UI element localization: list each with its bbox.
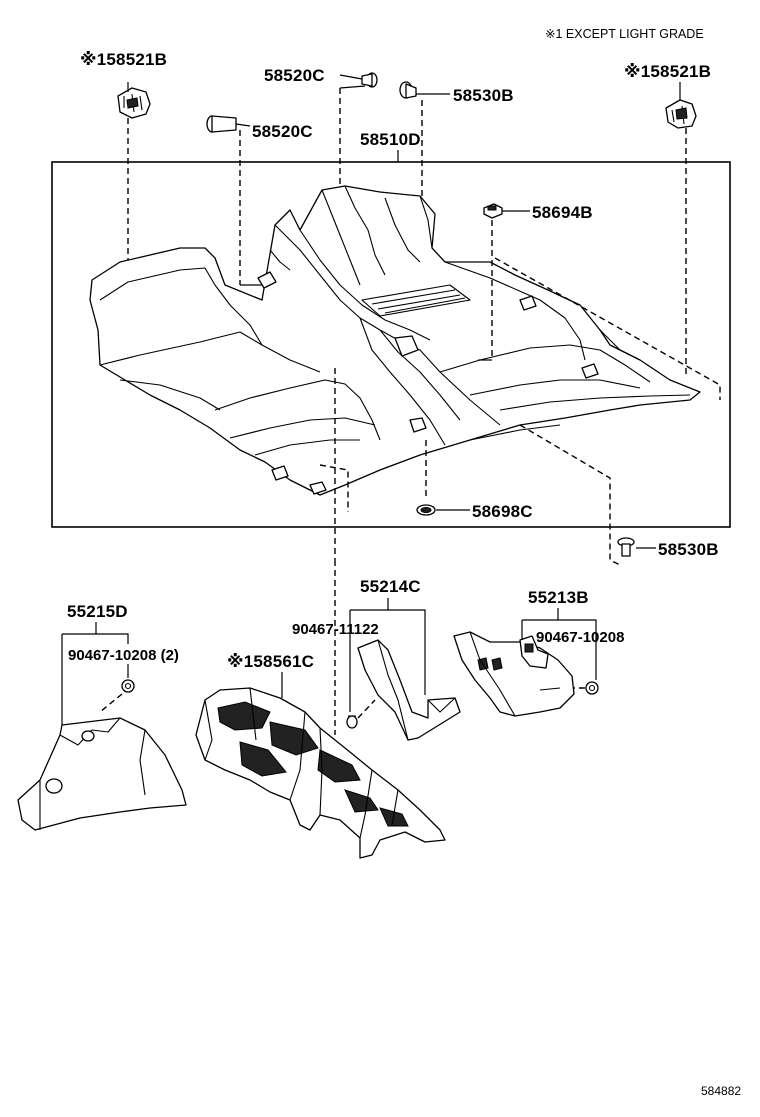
floor-carpet-58510d [89,185,701,496]
diagram-code: 584882 [701,1084,741,1098]
label-58520c-top: 58520C [264,66,325,85]
label-58530b-bottom: 58530B [658,540,719,559]
dash-90467-10208-2 [99,693,123,713]
lead-55214c-bracket [350,609,426,695]
dash-58530b-bot [519,424,621,566]
label-90467-11122: 90467-11122 [292,621,379,638]
label-90467-10208-2: 90467-10208 (2) [68,647,179,664]
clip-90467-10208-2 [121,679,135,693]
note-except-light-grade: ※1 EXCEPT LIGHT GRADE [545,27,704,41]
tunnel-insulator-58561c [195,687,446,859]
label-55215d: 55215D [67,602,128,621]
scuff-plate-55215d [17,717,187,831]
label-58521b-right: ※158521B [624,62,711,81]
lead-55213b-bracket [522,619,597,680]
label-58694b: 58694B [532,203,593,222]
clip-58520c-top [361,72,378,88]
clip-58520c-mid [206,115,237,133]
label-55213b: 55213B [528,588,589,607]
scuff-plate-55213b [453,631,575,717]
label-58510d: 58510D [360,130,421,149]
clip-58530b-top [399,81,417,99]
lead-58520c-mid [235,123,251,127]
label-55214c: 55214C [360,577,421,596]
dash-90467-11122 [357,699,376,719]
clip-58521b-right [665,99,697,129]
lead-58520c-top-2 [339,85,366,89]
label-58530b-top: 58530B [453,86,514,105]
label-58521b-left: ※158521B [80,50,167,69]
clip-90467-11122 [346,715,358,729]
label-90467-10208: 90467-10208 [536,629,624,646]
plug-58698c [416,504,436,516]
grommet-58694b [483,203,503,219]
lead-55215d-bracket [62,633,129,644]
clip-58521b-left [117,87,151,119]
bracket-55214c [357,639,461,741]
label-58520c-mid: 58520C [252,122,313,141]
carpet-assembly-frame [51,161,731,528]
clip-90467-10208 [585,681,599,695]
label-58561c: ※158561C [227,652,314,671]
lead-58520c-top [339,74,363,80]
label-58698c: 58698C [472,502,533,521]
clip-58530b-bottom [617,537,635,557]
